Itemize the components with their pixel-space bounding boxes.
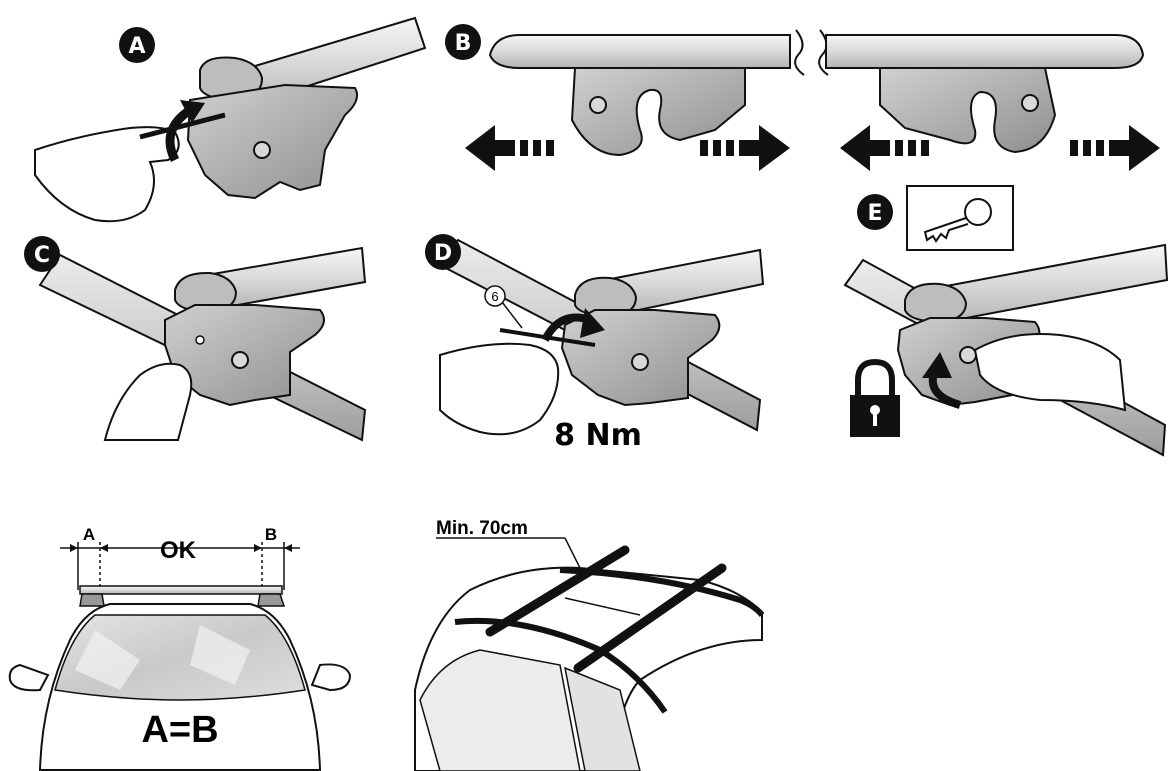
svg-text:B: B [455,31,472,56]
hand [439,342,560,436]
equal-rule: A=B [141,709,218,751]
step-d-panel: 6 8 Nm D [425,234,765,453]
step-e-label: E [857,194,893,230]
label-a: A [83,525,95,544]
rotate-arrow-icon [541,308,605,342]
step-e-panel: E [843,185,1169,457]
position-diagram: A OK B A=B [8,525,352,771]
key-icon [906,185,1014,251]
step-b-panel: B [445,24,1160,171]
label-b: B [265,525,277,544]
step-c-panel: C [24,236,367,442]
lock-cylinder [253,141,271,159]
step-b-label: B [445,24,481,60]
svg-text:6: 6 [491,289,498,304]
hand [103,362,193,441]
slide-arrow-icon [1070,125,1160,171]
slide-arrow-icon [465,125,554,171]
rotate-arrow-icon [165,100,205,163]
step-a-label: A [119,27,155,63]
padlock-icon [850,358,900,437]
tool-size-badge: 6 [484,285,523,329]
svg-text:E: E [867,201,882,226]
rotate-arrow-icon [922,352,962,409]
step-c-label: C [24,236,60,272]
svg-text:A: A [128,34,145,59]
hand [34,126,180,223]
slide-arrow-icon [700,125,790,171]
torque-value: 8 Nm [554,418,642,453]
hand [973,333,1127,412]
min-distance-label: Min. 70cm [436,518,528,539]
spacing-diagram: Min. 70cm [414,518,765,771]
label-ok: OK [160,537,197,564]
svg-text:C: C [34,243,50,268]
slide-arrow-icon [840,125,929,171]
step-a-panel: A [34,16,427,223]
svg-text:D: D [434,241,452,266]
step-d-label: D [425,234,461,270]
